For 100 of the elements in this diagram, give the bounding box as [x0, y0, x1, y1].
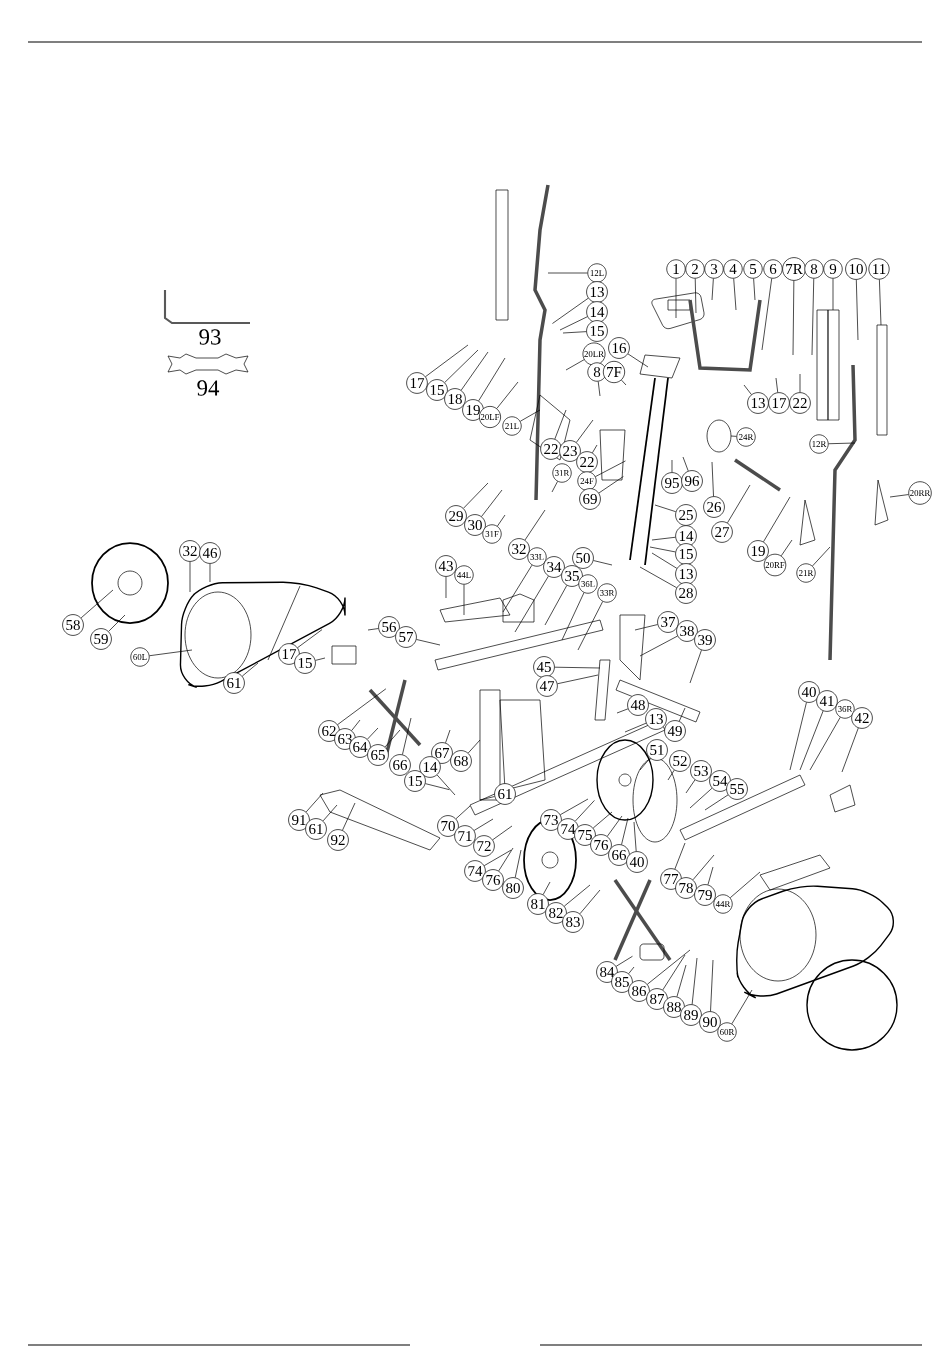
- leader-line: [789, 702, 807, 771]
- leader-line: [564, 884, 591, 907]
- callout-number: 12L: [587, 263, 607, 283]
- callout-number: 8: [804, 259, 824, 279]
- callout-number: 25: [675, 504, 697, 526]
- leader-line: [547, 272, 588, 274]
- leader-line: [828, 442, 856, 445]
- leader-line: [520, 409, 541, 422]
- callout-number: 36R: [835, 699, 855, 719]
- callout-number: 18: [444, 388, 466, 410]
- callout-number: 20LF: [479, 406, 501, 428]
- callout-number: 92: [327, 829, 349, 851]
- callout-number: 26: [703, 496, 725, 518]
- leader-line: [667, 769, 675, 781]
- leader-line: [577, 601, 603, 651]
- leader-line: [80, 589, 114, 619]
- leader-line: [624, 722, 647, 733]
- callout-number: 45: [533, 656, 555, 678]
- leader-line: [676, 964, 687, 997]
- leader-line: [812, 546, 831, 567]
- leader-line: [595, 460, 626, 477]
- callout-number: 10: [845, 258, 867, 280]
- leader-line: [297, 629, 323, 648]
- callout-number: 39: [694, 629, 716, 651]
- leader-line: [402, 717, 412, 755]
- leader-line: [792, 280, 795, 356]
- leader-line: [651, 536, 676, 541]
- leader-line: [460, 351, 489, 391]
- callout-number: 17: [406, 372, 428, 394]
- leader-line: [649, 546, 676, 553]
- leader-line: [691, 957, 698, 1005]
- leader-line: [694, 278, 697, 314]
- leader-line: [473, 818, 494, 831]
- leader-line: [633, 821, 637, 852]
- leader-line: [455, 805, 471, 820]
- callout-number: 71: [454, 825, 476, 847]
- leader-line: [733, 278, 737, 311]
- leader-line: [799, 710, 824, 771]
- leader-line: [562, 331, 587, 334]
- callout-number: 79: [694, 884, 716, 906]
- callout-number: 53: [690, 760, 712, 782]
- callout-number: 61: [223, 672, 245, 694]
- leader-line: [367, 628, 379, 631]
- callout-number: 76: [482, 869, 504, 891]
- callout-number: 13: [586, 281, 608, 303]
- callout-number: 65: [367, 744, 389, 766]
- leader-line: [607, 815, 623, 837]
- leader-line: [576, 419, 594, 443]
- callout-number: 32: [508, 538, 530, 560]
- leader-line: [671, 459, 673, 473]
- callout-number: 22: [789, 392, 811, 414]
- leader-line: [209, 563, 211, 583]
- leader-line: [627, 353, 649, 368]
- callout-number: 50: [572, 547, 594, 569]
- leader-line: [498, 847, 514, 872]
- leader-line: [560, 798, 589, 816]
- leader-line: [565, 359, 585, 371]
- callout-number: 15: [586, 320, 608, 342]
- callout-number: 70: [437, 815, 459, 837]
- leader-line: [544, 585, 568, 626]
- callout-number: 46: [199, 542, 221, 564]
- callout-number: 61: [305, 818, 327, 840]
- leader-line: [496, 381, 519, 409]
- leader-line: [559, 316, 588, 331]
- leader-line: [692, 854, 715, 881]
- callout-number: 59: [90, 628, 112, 650]
- leader-line: [502, 564, 533, 613]
- callout-number: 28: [675, 582, 697, 604]
- callout-number: 21R: [796, 563, 816, 583]
- leader-line: [682, 456, 689, 472]
- leader-line: [711, 278, 714, 301]
- leader-line: [662, 954, 686, 991]
- callout-number: 20RR: [908, 481, 932, 505]
- leader-line: [445, 576, 447, 599]
- leader-line: [674, 842, 686, 870]
- callout-number: 81: [527, 893, 549, 915]
- callout-number: 24F: [577, 471, 597, 491]
- leader-line: [639, 635, 678, 657]
- leader-line: [647, 949, 691, 985]
- leader-line: [478, 357, 506, 402]
- callout-number: 40: [626, 851, 648, 873]
- leader-line: [841, 727, 859, 773]
- part-number: 94: [197, 380, 220, 396]
- callout-number: 52: [669, 750, 691, 772]
- callout-number: 17: [768, 392, 790, 414]
- leader-line: [707, 866, 714, 885]
- callout-number: 61: [494, 783, 516, 805]
- leader-line: [597, 381, 601, 397]
- leader-line: [315, 657, 326, 661]
- leader-line: [654, 504, 677, 513]
- leader-line: [729, 871, 761, 899]
- callout-number: 72: [473, 835, 495, 857]
- callout-number: 9: [823, 259, 843, 279]
- callout-number: 96: [681, 470, 703, 492]
- leader-line: [384, 729, 401, 748]
- leader-line: [689, 787, 713, 809]
- leader-line: [651, 552, 678, 569]
- leader-line: [615, 955, 633, 967]
- leader-line: [108, 614, 126, 632]
- callout-number: 11: [868, 258, 890, 280]
